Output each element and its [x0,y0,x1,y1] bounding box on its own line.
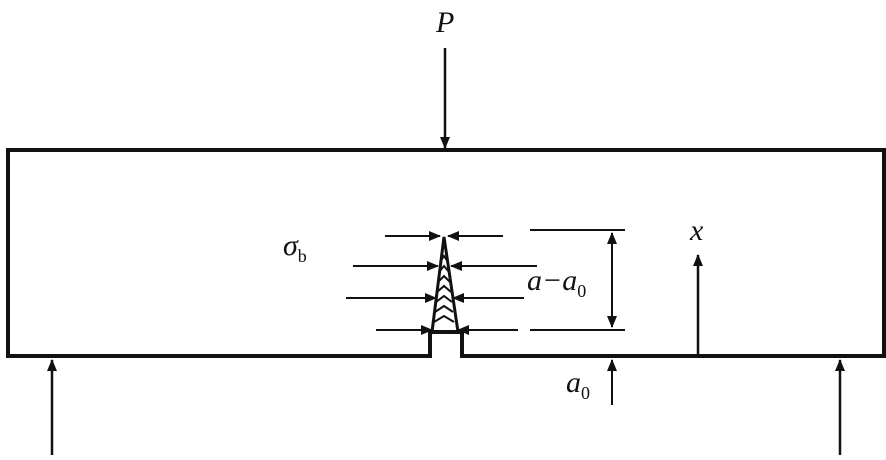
stress-arrows-left [346,231,441,335]
crack-hatching [433,254,455,323]
x-axis-label: x [689,214,704,247]
stress-label: σb [283,229,307,266]
stress-arrows-right [447,231,537,335]
notch-depth-label: a0 [566,366,590,403]
crack-extension-label: a−a0 [527,264,586,301]
load-label: P [435,6,454,39]
dimension-crack-extension [530,229,625,331]
